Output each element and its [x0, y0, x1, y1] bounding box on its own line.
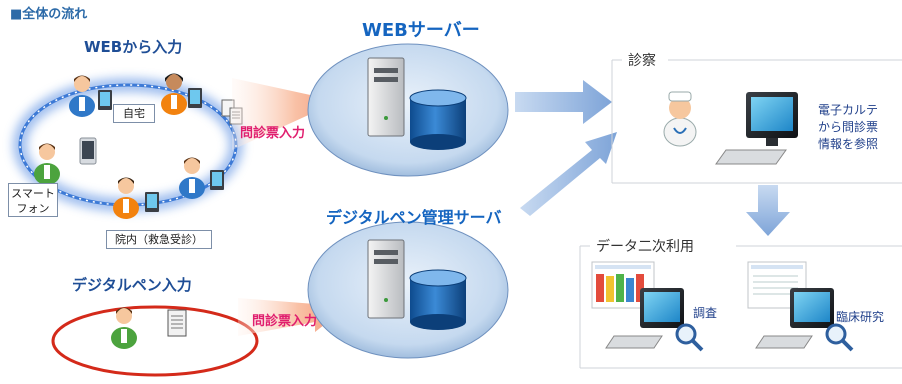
server-tower-icon [367, 57, 405, 137]
computer-icon [755, 288, 834, 349]
pen-input-ellipse [51, 305, 259, 377]
person-icon [179, 157, 205, 199]
computer-icon [605, 288, 684, 349]
questionnaire-input-label-top: 問診票入力 [240, 126, 306, 141]
doctor-icon [663, 91, 697, 147]
questionnaire-input-label-bottom: 問診票入力 [252, 314, 318, 329]
home-label: 自宅 [113, 104, 155, 123]
computer-icon [145, 192, 159, 212]
database-icon [409, 269, 467, 330]
computer-icon [98, 90, 112, 110]
pen-server-ellipse [307, 221, 509, 359]
consultation-heading: 診察 [624, 50, 660, 70]
computer-icon [210, 170, 224, 190]
person-icon [111, 307, 137, 349]
person-icon [69, 75, 95, 117]
page-title: ■全体の流れ [10, 7, 88, 22]
magnifier-icon [825, 323, 854, 352]
smartphone-icon [79, 137, 97, 165]
consultation-description: 電子カルテ から問診票 情報を参照 [818, 103, 879, 151]
web-server-label: WEBサーバー [362, 20, 480, 41]
secondary-use-heading: データ二次利用 [592, 236, 698, 256]
clinical-research-label: 臨床研究 [836, 310, 885, 324]
pen-server-label: デジタルペン管理サーバ [326, 208, 502, 227]
person-icon [34, 143, 60, 185]
arrow-pen-to-consultation [520, 132, 617, 216]
smartphone-label: スマート フォン [8, 183, 58, 217]
pen-input-heading: デジタルペン入力 [72, 276, 192, 294]
person-icon [113, 177, 139, 219]
database-icon [409, 89, 467, 150]
arrow-to-secondary-use [746, 185, 790, 236]
computer-icon [188, 88, 202, 108]
survey-label: 調査 [693, 306, 718, 320]
arrow-web-to-consultation [515, 80, 612, 124]
document-icon [167, 309, 187, 337]
magnifier-icon [675, 323, 704, 352]
consultation-box [611, 59, 902, 184]
person-icon [161, 73, 187, 115]
secondary-use-box [579, 245, 902, 369]
computer-icon [715, 92, 798, 165]
server-tower-icon [367, 239, 405, 319]
web-server-ellipse [307, 43, 509, 177]
web-input-heading: WEBから入力 [84, 38, 183, 56]
hospital-label: 院内（救急受診） [106, 230, 212, 249]
